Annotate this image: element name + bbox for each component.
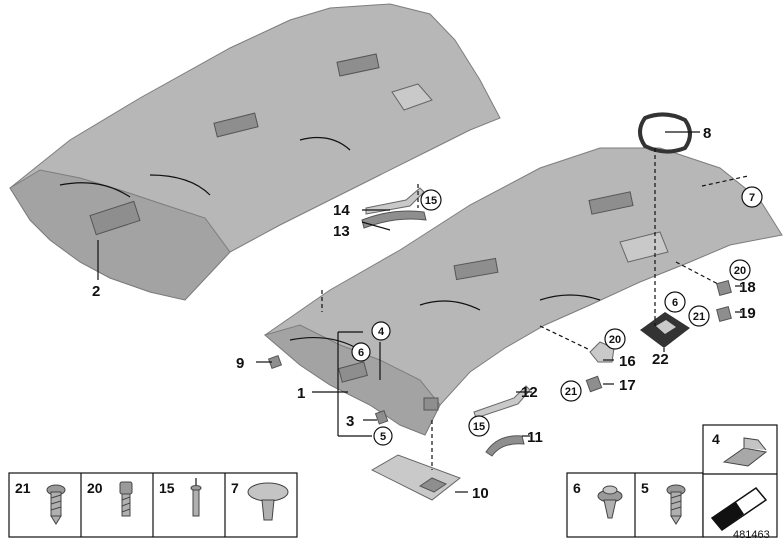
callout-21-circled: 21 (688, 305, 710, 327)
svg-text:20: 20 (734, 265, 746, 277)
svg-text:7: 7 (749, 192, 755, 204)
svg-text:15: 15 (473, 421, 485, 433)
callout-22: 22 (652, 351, 669, 368)
callout-8: 8 (703, 125, 711, 142)
headliner-2-illustration (9, 3, 501, 301)
table-cell-15: 15 (159, 480, 175, 496)
svg-text:6: 6 (358, 347, 364, 359)
callout-20b-circled: 20 (604, 328, 626, 350)
callout-15-circled: 15 (420, 189, 442, 211)
callout-13: 13 (333, 223, 350, 240)
svg-text:20: 20 (609, 334, 621, 346)
sunvisor-10-illustration (370, 454, 462, 501)
callout-15b-circled: 15 (468, 415, 490, 437)
screw-20-icon (119, 481, 133, 517)
table-cell-21: 21 (15, 480, 31, 496)
clip-18-illustration (716, 280, 732, 296)
clip-3-illustration (374, 409, 389, 425)
callout-4-circled: 4 (371, 321, 391, 341)
handle-bracket-14-illustration (365, 187, 425, 215)
callout-17: 17 (619, 377, 636, 394)
callout-12: 12 (521, 384, 538, 401)
frame-8-illustration (638, 112, 692, 154)
callout-16: 16 (619, 353, 636, 370)
rivet-15-icon (190, 478, 202, 517)
fastener-table-left: 21 20 15 7 (8, 472, 298, 538)
callout-3: 3 (346, 413, 354, 430)
svg-text:21: 21 (693, 311, 705, 323)
handle-13-illustration (361, 210, 427, 229)
callout-19: 19 (739, 305, 756, 322)
clip-17-illustration (585, 375, 603, 393)
callout-2: 2 (92, 283, 100, 300)
svg-text:4: 4 (378, 326, 385, 338)
clip-7-icon (247, 482, 289, 521)
svg-text:6: 6 (672, 297, 678, 309)
leader-lines (97, 131, 749, 493)
callout-5-circled: 5 (373, 426, 393, 446)
callout-21b-circled: 21 (560, 380, 582, 402)
svg-text:5: 5 (380, 431, 386, 443)
fastener-table-right: 6 5 (566, 472, 704, 538)
callout-18: 18 (739, 279, 756, 296)
clip-19-illustration (716, 306, 732, 322)
callout-11: 11 (527, 429, 543, 446)
table-cell-5: 5 (641, 480, 649, 496)
svg-text:21: 21 (565, 386, 577, 398)
table-cell-7: 7 (231, 480, 239, 496)
headliner-1-illustration (263, 147, 783, 436)
detail-label-4: 4 (712, 431, 720, 447)
callout-7-circled: 7 (741, 186, 763, 208)
callout-14: 14 (333, 202, 350, 219)
clip-4-icon (722, 437, 768, 467)
grommet-22-illustration (640, 312, 690, 348)
detail-box-4: 4 (702, 424, 778, 538)
callout-20-circled: 20 (729, 259, 751, 281)
screw-21-icon (46, 484, 66, 525)
callout-6-circled: 6 (351, 342, 371, 362)
table-cell-6: 6 (573, 480, 581, 496)
svg-text:15: 15 (425, 195, 437, 207)
table-cell-20: 20 (87, 480, 103, 496)
handle-11-illustration (485, 435, 525, 457)
clip-6-icon (597, 485, 623, 519)
bracket-16-illustration (589, 341, 615, 363)
arrow-symbol-icon (710, 486, 768, 532)
clip-9-illustration (267, 354, 283, 370)
reference-number: 481463 (733, 529, 770, 541)
callout-10: 10 (472, 485, 489, 502)
callout-9: 9 (236, 355, 244, 372)
callout-1: 1 (297, 385, 305, 402)
callout-6b-circled: 6 (664, 291, 686, 313)
screw-5-icon (666, 484, 686, 525)
